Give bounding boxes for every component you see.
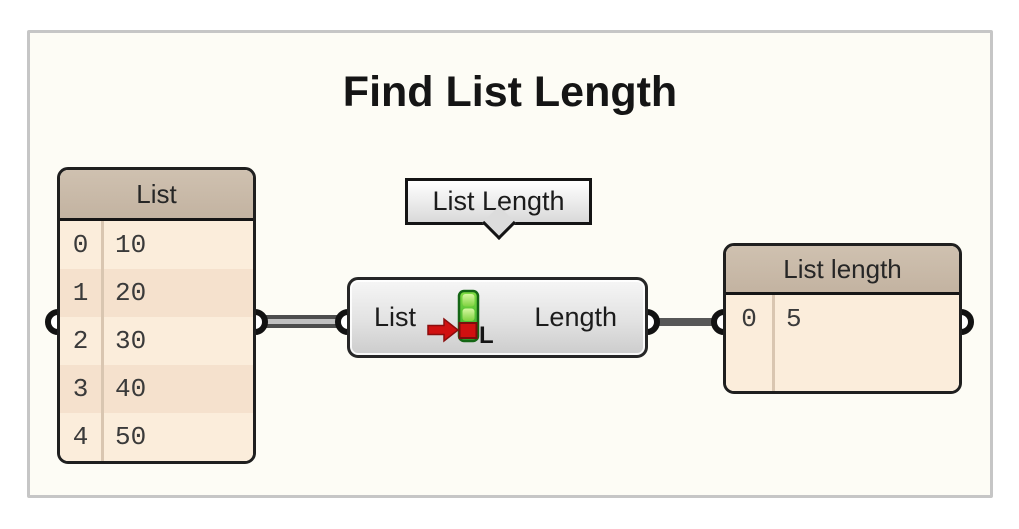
row-value: 50 (115, 422, 147, 452)
input-panel-body: 0 10 1 20 2 30 3 40 4 50 (60, 221, 253, 461)
list-item: 0 10 (60, 221, 253, 269)
output-data-panel[interactable]: List length 0 5 (723, 243, 962, 394)
input-panel-header: List (60, 170, 253, 221)
list-item: 4 50 (60, 413, 253, 461)
list-item: 0 5 (726, 295, 959, 343)
row-index: 3 (72, 374, 89, 404)
row-value: 5 (786, 304, 802, 334)
row-index: 0 (741, 304, 757, 334)
row-index: 2 (72, 326, 89, 356)
row-value: 40 (115, 374, 147, 404)
row-index: 0 (72, 230, 89, 260)
component-input-label: List (374, 302, 417, 332)
output-panel-body: 0 5 (726, 295, 959, 391)
component-output-label: Length (534, 302, 617, 332)
list-item: 2 30 (60, 317, 253, 365)
output-panel-header: List length (726, 246, 959, 295)
wire-length-data[interactable] (640, 318, 728, 326)
list-length-icon: L (427, 289, 494, 349)
index-column-divider (101, 221, 104, 461)
index-column-divider (772, 295, 775, 391)
row-index: 4 (72, 422, 89, 452)
row-value: 30 (115, 326, 147, 356)
list-item: 1 20 (60, 269, 253, 317)
page-title: Find List Length (342, 68, 678, 116)
row-index: 1 (72, 278, 89, 308)
list-item: 3 40 (60, 365, 253, 413)
input-data-panel[interactable]: List 0 10 1 20 2 30 3 40 4 50 (57, 167, 256, 464)
wire-list-data[interactable] (250, 315, 350, 328)
list-length-component[interactable]: List L Length (347, 277, 648, 358)
row-value: 10 (115, 230, 147, 260)
row-value: 20 (115, 278, 147, 308)
icon-letter-L: L (479, 322, 494, 349)
